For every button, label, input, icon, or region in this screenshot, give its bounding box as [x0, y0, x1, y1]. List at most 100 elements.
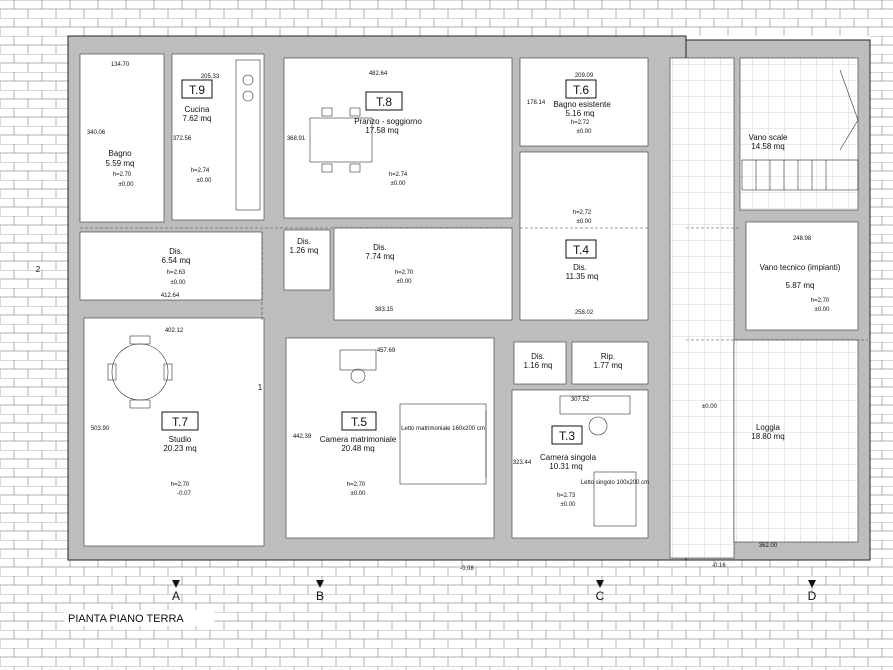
loggia-dim-w: 362.00 [759, 543, 778, 549]
t4-dim-w: 258.02 [575, 310, 594, 316]
room-t4 [519, 151, 649, 321]
t5-bed: Letto matrimoniale 160x200 cm [401, 426, 485, 432]
level-stairs: ±0.00 [702, 404, 718, 410]
section-marker-d: D [808, 580, 817, 603]
room-vano-tecnico [745, 221, 859, 331]
tag-t7: T.7 [161, 411, 199, 431]
t3-level: ±0.00 [561, 502, 577, 508]
rip-area: 1.77 mq [594, 361, 623, 370]
section-marker-a: A [172, 580, 180, 603]
t9-area: 7.62 mq [183, 114, 212, 123]
t5-dim-h: 442.39 [293, 434, 312, 440]
kitchen-counter [235, 59, 261, 211]
t6-height: h=2.72 [571, 120, 590, 126]
room-t7 [83, 317, 265, 547]
t6-name: Bagno esistente [553, 100, 611, 109]
t6-dim-h: 178.14 [527, 100, 546, 106]
bagno-dim-h: 340.06 [87, 130, 106, 136]
svg-text:T.5: T.5 [351, 415, 367, 429]
vano-tecnico-dim-w: 248.98 [793, 236, 812, 242]
room-rip [571, 341, 649, 385]
tag-t5: T.5 [341, 411, 377, 431]
desk-t3 [559, 395, 631, 436]
bagno-height: h=2.70 [113, 172, 132, 178]
t8-height: h=2.74 [389, 172, 408, 178]
room-bagno [79, 53, 165, 223]
bagno-name: Bagno [108, 149, 132, 158]
room-loggia [733, 339, 859, 543]
svg-text:T.9: T.9 [189, 83, 205, 97]
t4-area: 11.35 mq [566, 272, 599, 281]
rip-name: Rip. [601, 352, 615, 361]
t3-name: Camera singola [540, 453, 597, 462]
vano-scale-name: Vano scale [749, 133, 789, 142]
t7-level: -0.07 [177, 491, 191, 497]
roof-tiles-left [0, 0, 68, 670]
loggia-area: 18.80 mq [751, 432, 784, 441]
double-bed [399, 403, 487, 485]
dis3-dim-w: 383.15 [375, 307, 394, 313]
t7-dim-w: 402.12 [165, 328, 184, 334]
dis4-area: 1.16 mq [524, 361, 553, 370]
dis3-area: 7.74 mq [366, 252, 395, 261]
t3-area: 10.31 mq [549, 462, 582, 471]
roof-tiles-top [0, 0, 893, 36]
vano-tecnico-name: Vano tecnico (impianti) [760, 263, 841, 272]
room-corridor-right [669, 57, 735, 559]
stairs [741, 69, 859, 191]
dis1-name: Dis. [169, 247, 183, 256]
t8-dim-h: 368.91 [287, 136, 306, 142]
dis3-name: Dis. [373, 243, 387, 252]
t6-level: ±0.00 [577, 129, 593, 135]
bagno-area: 5.59 mq [106, 159, 135, 168]
svg-text:T.6: T.6 [573, 83, 589, 97]
tag-t6: T.6 [565, 79, 597, 99]
t9-dim-h: 372.56 [173, 136, 192, 142]
level-front: -0.08 [460, 566, 474, 572]
room-dis3 [333, 227, 513, 321]
plan-title: PIANTA PIANO TERRA [68, 613, 184, 625]
room-t5 [285, 337, 495, 539]
t3-height: h=2.73 [557, 493, 576, 499]
vano-scale-area: 14.58 mq [751, 142, 784, 151]
tag-t3: T.3 [551, 425, 583, 445]
loggia-name: Loggia [756, 423, 781, 432]
section-marker-c: C [596, 580, 605, 603]
dis1-level: ±0.00 [171, 280, 187, 286]
t9-name: Cucina [185, 105, 210, 114]
t5-name: Camera matrimoniale [320, 435, 397, 444]
svg-text:T.8: T.8 [376, 95, 392, 109]
t6-dim-w: 209.09 [575, 73, 594, 79]
t3-dim-w: 307.52 [571, 397, 590, 403]
t4-level: ±0.00 [577, 219, 593, 225]
room-t6 [519, 57, 649, 147]
svg-text:T.3: T.3 [559, 429, 575, 443]
svg-text:T.7: T.7 [172, 415, 188, 429]
svg-text:T.4: T.4 [573, 243, 589, 257]
tag-t8: T.8 [365, 91, 403, 111]
dis1-area: 6.54 mq [162, 256, 191, 265]
room-vano-scale [739, 57, 859, 211]
tag-t9: T.9 [181, 79, 213, 99]
desk-t5 [339, 349, 377, 384]
dining-table [309, 107, 373, 173]
dis1-dim-w: 412.64 [161, 293, 180, 299]
room-dis4 [513, 341, 567, 385]
t5-level: ±0.00 [351, 491, 367, 497]
t8-name: Pranzo - soggiorno [354, 117, 422, 126]
t7-height: h=2.70 [171, 482, 190, 488]
t8-level: ±0.00 [391, 181, 407, 187]
dis4-name: Dis. [531, 352, 545, 361]
t9-height: h=2.74 [191, 168, 210, 174]
svg-text:D: D [808, 589, 817, 603]
dis3-height: h=2.70 [395, 270, 414, 276]
t7-dim-h: 503.90 [91, 426, 110, 432]
vano-tecnico-level: ±0.00 [815, 307, 831, 313]
vano-tecnico-area: 5.87 mq [786, 281, 815, 290]
t5-dim-w: 457.69 [377, 348, 396, 354]
t3-bed: Letto singolo 100x200 cm [581, 480, 649, 486]
tag-t4: T.4 [565, 239, 597, 259]
svg-text:B: B [316, 589, 324, 603]
svg-text:C: C [596, 589, 605, 603]
